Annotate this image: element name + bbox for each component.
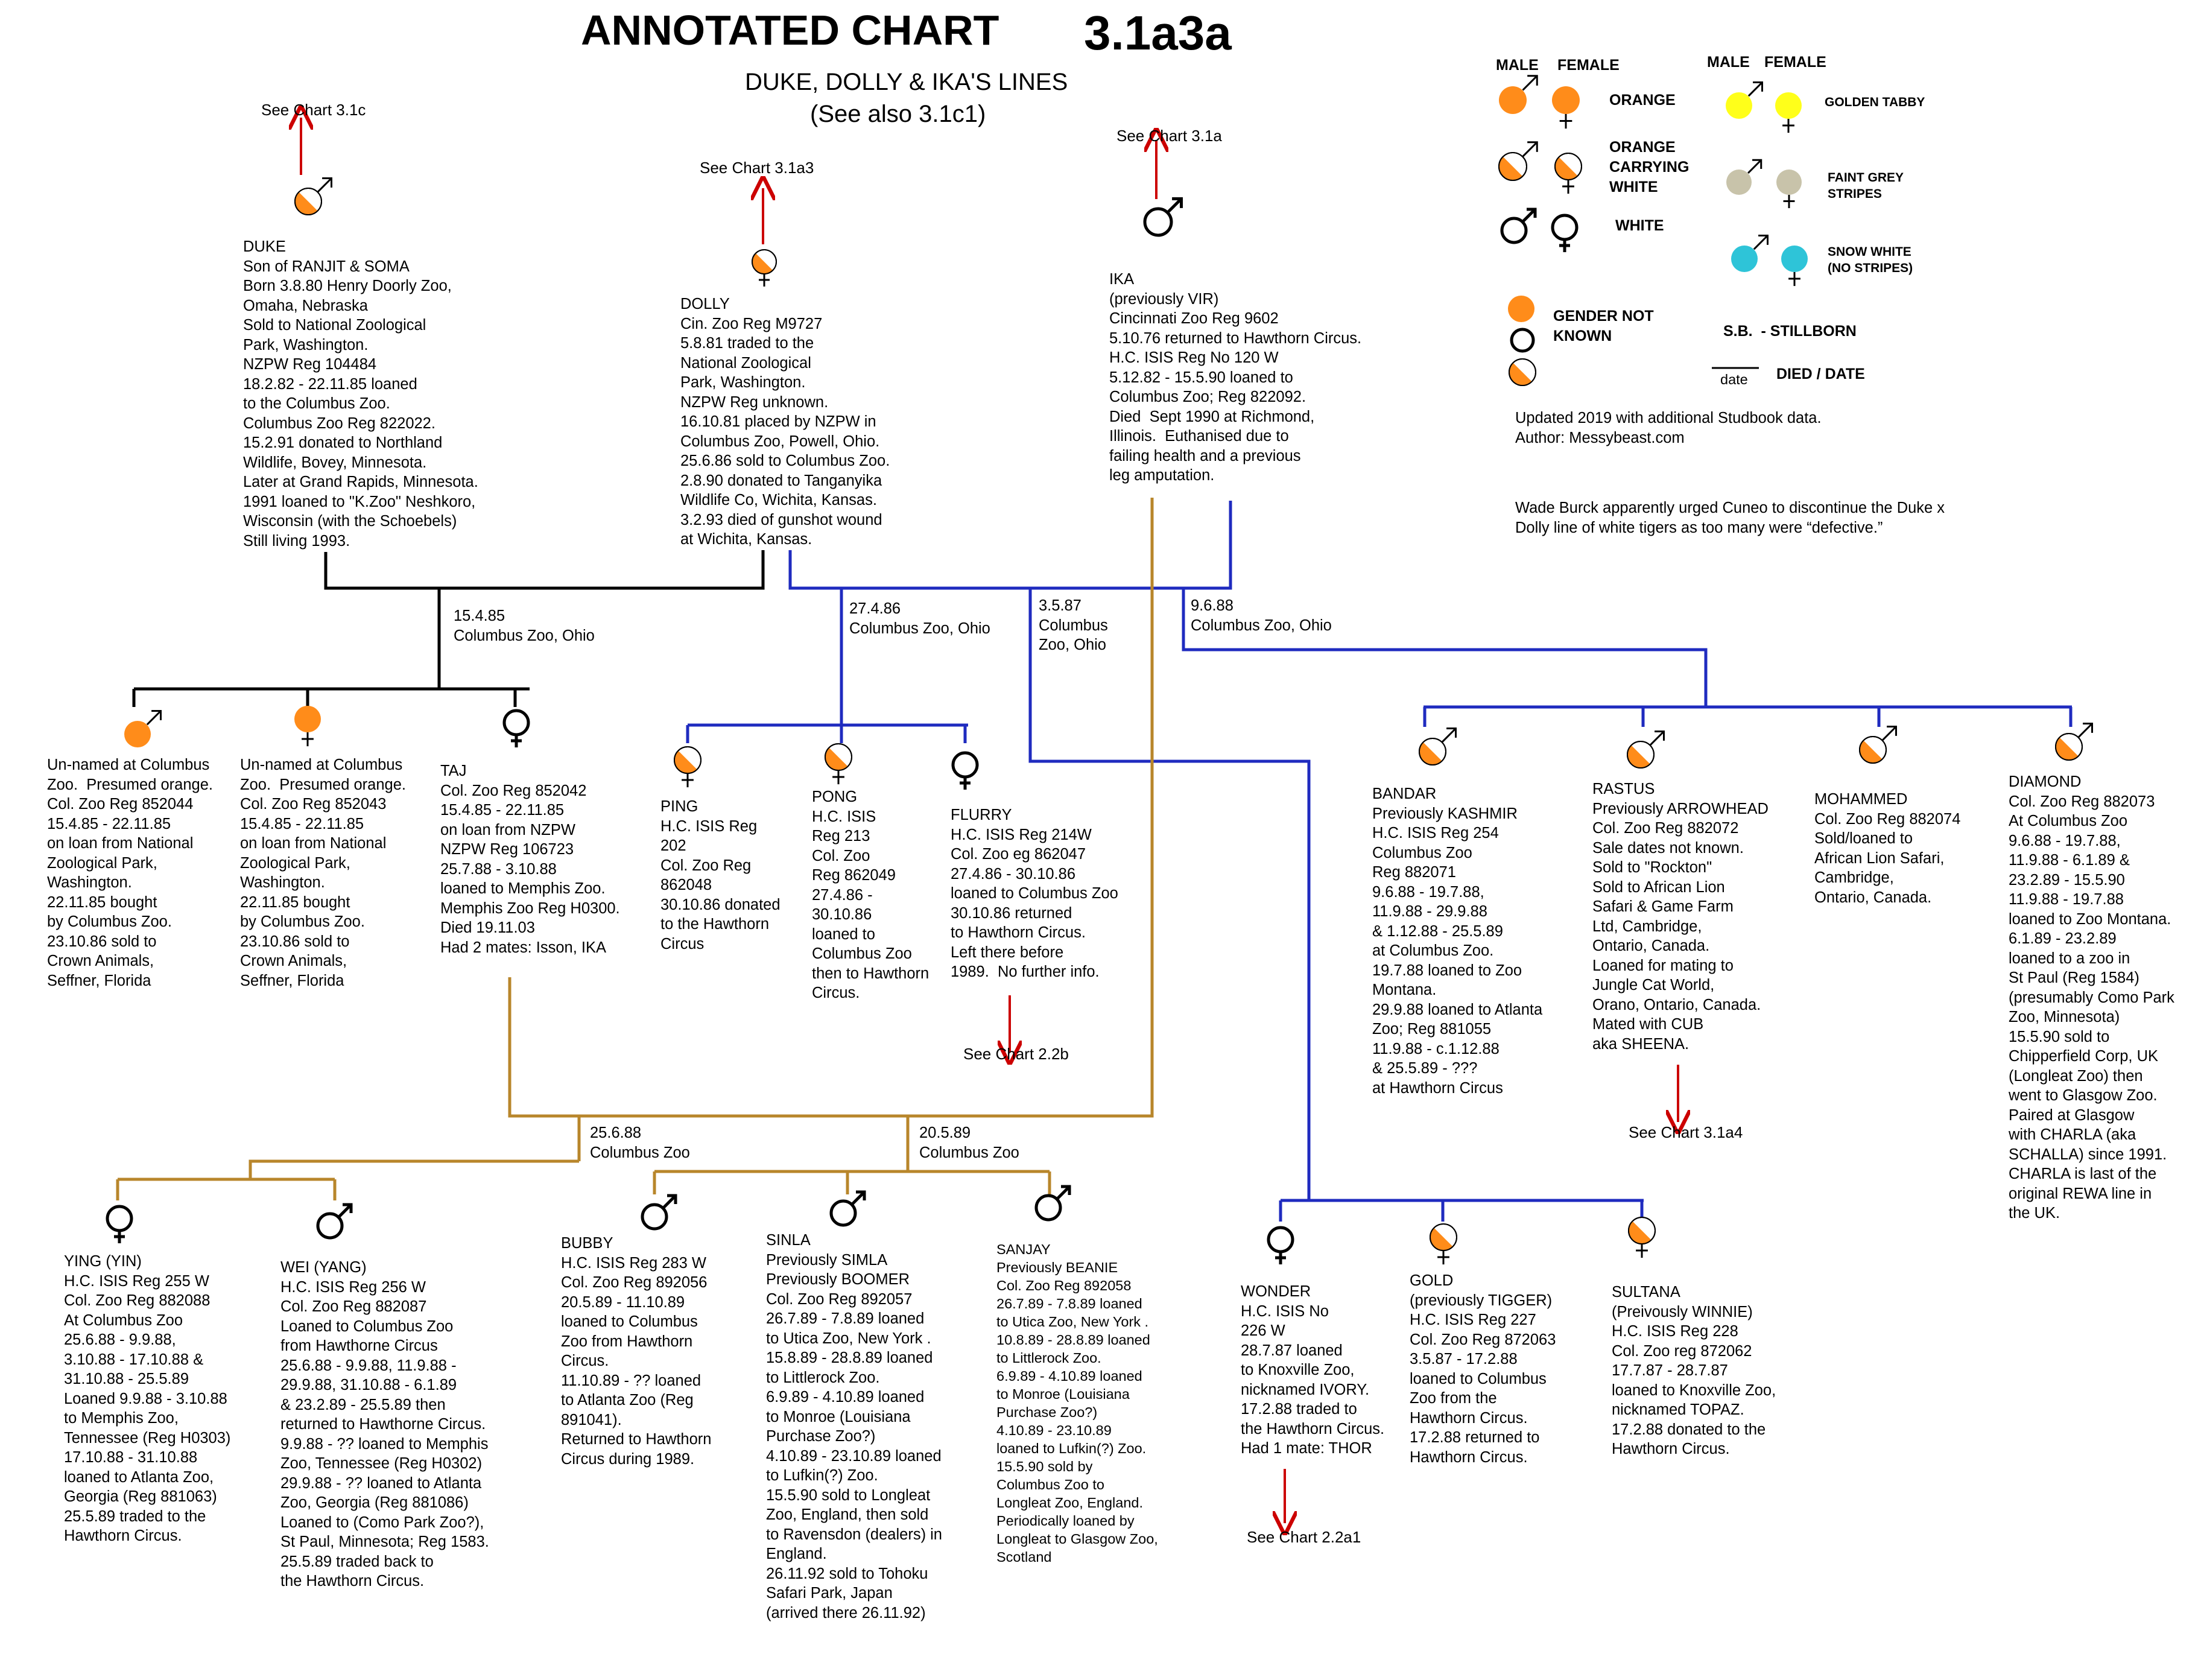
tiger-mohammed: MOHAMMED Col. Zoo Reg 882074 Sold/loaned…: [1814, 791, 1961, 906]
tiger-unnamed-male: Un-named at Columbus Zoo. Presumed orang…: [47, 756, 213, 989]
tiger-bubby: BUBBY H.C. ISIS Reg 283 W Col. Zoo Reg 8…: [561, 1235, 712, 1468]
legend-updated: Updated 2019 with additional Studbook da…: [1515, 410, 1822, 446]
tiger-sinla: SINLA Previously SIMLA Previously BOOMER…: [766, 1232, 942, 1621]
tiger-ying: YING (YIN) H.C. ISIS Reg 255 W Col. Zoo …: [64, 1253, 231, 1544]
legend-white-female-symbol-icon: [1551, 214, 1579, 252]
chart-see-also: (See also 3.1c1): [810, 101, 986, 127]
legend-faint-grey: FAINT GREY STRIPES: [1828, 171, 1904, 201]
mating-1985: 15.4.85 Columbus Zoo, Ohio: [454, 607, 595, 644]
tiger-symbols: [106, 75, 2093, 1265]
mating-1987: 3.5.87 Columbus Zoo, Ohio: [1039, 597, 1108, 653]
mating-1988-brown: 25.6.88 Columbus Zoo: [590, 1124, 690, 1161]
legend-male-label-2: MALE: [1707, 54, 1750, 71]
legend-gender-unknown: GENDER NOT KNOWN: [1553, 308, 1654, 344]
sanjay-symbol-icon: [1034, 1185, 1071, 1222]
legend-orange: ORANGE: [1609, 92, 1676, 109]
rastus-symbol-icon: [1627, 731, 1665, 769]
legend-snow-male-symbol-icon: [1731, 235, 1769, 272]
chart-number: 3.1a3a: [1084, 6, 1232, 60]
legend-golden-tabby: GOLDEN TABBY: [1825, 95, 1925, 109]
legend-orange-male-symbol-icon: [1499, 75, 1538, 114]
mating-1989: 20.5.89 Columbus Zoo: [919, 1124, 1019, 1161]
tiger-duke: DUKE Son of RANJIT & SOMA Born 3.8.80 He…: [243, 238, 478, 550]
tiger-pong: PONG H.C. ISIS Reg 213 Col. Zoo Reg 8620…: [812, 788, 929, 1001]
legend-female-label: FEMALE: [1557, 57, 1620, 74]
ping-symbol-icon: [674, 746, 701, 788]
tiger-flurry: FLURRY H.C. ISIS Reg 214W Col. Zoo eg 86…: [951, 807, 1118, 980]
tiger-bandar: BANDAR Previously KASHMIR H.C. ISIS Reg …: [1372, 785, 1543, 1097]
legend-stillborn: S.B. - STILLBORN: [1723, 323, 1857, 340]
tiger-rastus: RASTUS Previously ARROWHEAD Col. Zoo Reg…: [1592, 781, 1769, 1053]
tiger-wei: WEI (YANG) H.C. ISIS Reg 256 W Col. Zoo …: [280, 1259, 489, 1590]
sultana-symbol-icon: [1628, 1217, 1656, 1258]
legend-died: DIED / DATE: [1776, 366, 1865, 382]
legend-golden-female-symbol-icon: [1775, 92, 1802, 133]
sinla-symbol-icon: [829, 1190, 866, 1227]
flurry-symbol-icon: [951, 751, 979, 790]
legend-orange-white-male-symbol-icon: [1498, 141, 1538, 181]
pong-symbol-icon: [825, 743, 852, 785]
ref-dolly: See Chart 3.1a3: [700, 159, 814, 177]
legend-white: WHITE: [1615, 217, 1664, 234]
mating-1988-blue: 9.6.88 Columbus Zoo, Ohio: [1191, 597, 1332, 634]
legend-snow-female-symbol-icon: [1781, 246, 1808, 287]
mating-1986: 27.4.86 Columbus Zoo, Ohio: [849, 600, 990, 637]
legend-grey-male-symbol-icon: [1726, 159, 1762, 195]
legend-date-small: date: [1720, 372, 1748, 387]
unnamed-female-symbol-icon: [294, 706, 321, 747]
legend-female-label-2: FEMALE: [1764, 54, 1826, 71]
reference-arrows: [301, 118, 1678, 1523]
tiger-ping: PING H.C. ISIS Reg 202 Col. Zoo Reg 8620…: [660, 798, 781, 953]
ref-duke: See Chart 3.1c: [261, 101, 366, 119]
dolly-symbol-icon: [752, 249, 777, 287]
legend-orange-female-symbol-icon: [1552, 86, 1580, 129]
chart-subtitle: DUKE, DOLLY & IKA'S LINES: [745, 69, 1068, 95]
wei-symbol-icon: [316, 1203, 353, 1240]
tiger-sultana: SULTANA (Preivously WINNIE) H.C. ISIS Re…: [1612, 1284, 1776, 1457]
legend-note: Wade Burck apparently urged Cuneo to dis…: [1515, 499, 1945, 536]
ref-rastus: See Chart 3.1a4: [1629, 1123, 1743, 1141]
legend-unknown-orange-symbol-icon: [1508, 296, 1534, 322]
wonder-symbol-icon: [1267, 1226, 1294, 1264]
tiger-dolly: DOLLY Cin. Zoo Reg M9727 5.8.81 traded t…: [680, 296, 890, 548]
legend-orange-white-female-symbol-icon: [1554, 153, 1582, 194]
unnamed-male-symbol-icon: [124, 710, 162, 747]
duke-dolly-lines: [132, 550, 765, 707]
tiger-wonder: WONDER H.C. ISIS No 226 W 28.7.87 loaned…: [1241, 1283, 1385, 1457]
tiger-taj: TAJ Col. Zoo Reg 852042 15.4.85 - 22.11.…: [440, 762, 620, 956]
chart-title: ANNOTATED CHART: [581, 7, 999, 54]
legend-golden-male-symbol-icon: [1726, 81, 1763, 119]
legend-snow-white: SNOW WHITE (NO STRIPES): [1828, 245, 1913, 275]
ref-ika: See Chart 3.1a: [1116, 127, 1222, 145]
blue-lines: [686, 501, 2073, 1222]
legend-grey-female-symbol-icon: [1776, 170, 1802, 209]
legend-unknown-split-symbol-icon: [1509, 358, 1536, 386]
taj-symbol-icon: [502, 709, 530, 747]
ref-flurry: See Chart 2.2b: [963, 1045, 1069, 1063]
tiger-diamond: DIAMOND Col. Zoo Reg 882073 At Columbus …: [2009, 773, 2174, 1222]
legend-unknown-white-symbol-icon: [1510, 328, 1535, 353]
legend-white-male-symbol-icon: [1500, 208, 1537, 244]
duke-symbol-icon: [294, 177, 332, 215]
ref-wonder: See Chart 2.2a1: [1247, 1528, 1361, 1546]
brown-lines: [116, 498, 1154, 1200]
tiger-ika: IKA (previously VIR) Cincinnati Zoo Reg …: [1109, 271, 1362, 484]
diamond-symbol-icon: [2055, 723, 2093, 761]
bubby-symbol-icon: [641, 1194, 677, 1231]
ying-symbol-icon: [106, 1205, 133, 1243]
ika-symbol-icon: [1143, 197, 1183, 237]
tiger-unnamed-female: Un-named at Columbus Zoo. Presumed orang…: [240, 756, 406, 989]
legend-male-label: MALE: [1496, 57, 1539, 74]
tiger-gold: GOLD (previously TIGGER) H.C. ISIS Reg 2…: [1410, 1272, 1556, 1466]
legend-orange-white: ORANGE CARRYING WHITE: [1609, 139, 1690, 195]
mohammed-symbol-icon: [1859, 726, 1897, 764]
bandar-symbol-icon: [1419, 727, 1457, 766]
tiger-sanjay: SANJAY Previously BEANIE Col. Zoo Reg 89…: [996, 1241, 1158, 1565]
gold-symbol-icon: [1430, 1223, 1457, 1265]
